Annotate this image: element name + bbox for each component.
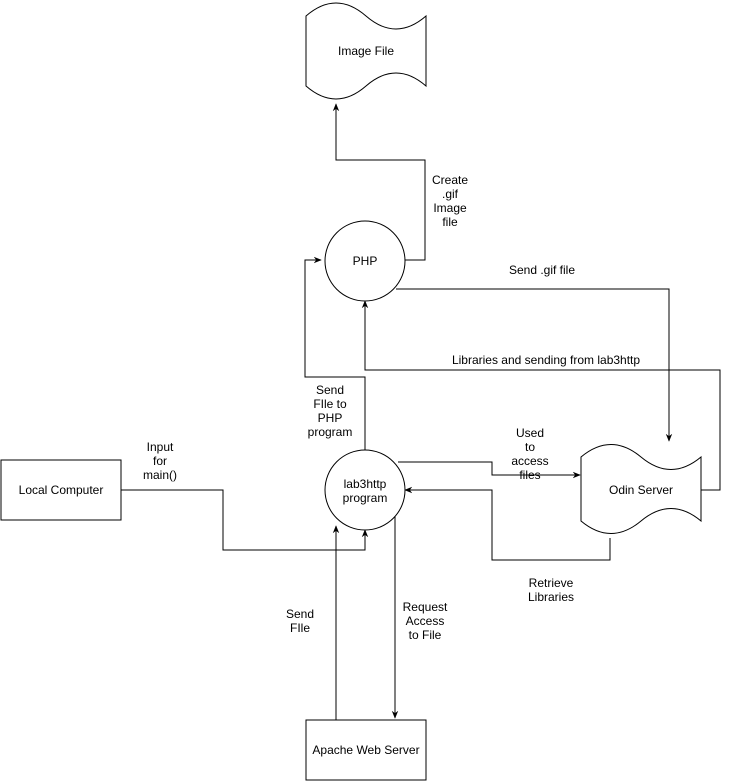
- edge-input-main: [121, 489, 369, 551]
- label-send-file-php-1: Send: [316, 383, 344, 397]
- label-used-access: Used to access files: [511, 426, 548, 482]
- label-input-main: Input for main(): [143, 440, 177, 482]
- label-send-file-php-4: program: [308, 425, 353, 439]
- node-lab3http-label-1: lab3http: [344, 477, 387, 491]
- label-retrieve-libraries-1: Retrieve: [529, 576, 574, 590]
- label-request-access-3: to File: [409, 628, 442, 642]
- node-odin-server-label: Odin Server: [609, 483, 673, 497]
- label-send-file-php: Send FIle to PHP program: [308, 383, 353, 439]
- label-used-access-1: Used: [516, 426, 544, 440]
- node-apache[interactable]: Apache Web Server: [305, 719, 427, 781]
- edge-create-gif: [332, 103, 426, 261]
- label-create-gif-2: .gif: [442, 187, 459, 201]
- label-libraries-sending: Libraries and sending from lab3http: [452, 353, 640, 367]
- node-php[interactable]: PHP: [324, 220, 406, 302]
- node-odin-server[interactable]: Odin Server: [580, 444, 702, 534]
- label-used-access-4: files: [519, 468, 540, 482]
- label-create-gif-1: Create: [432, 173, 468, 187]
- label-create-gif-3: Image: [433, 201, 467, 215]
- edge-libraries-sending: [361, 300, 721, 491]
- node-local-computer[interactable]: Local Computer: [0, 459, 122, 521]
- label-retrieve-libraries: Retrieve Libraries: [528, 576, 574, 604]
- label-request-access-2: Access: [406, 614, 445, 628]
- label-create-gif: Create .gif Image file: [432, 173, 468, 229]
- edge-send-file-php: [304, 256, 366, 452]
- label-input-main-2: for: [153, 454, 167, 468]
- label-send-file-2: FIle: [290, 621, 310, 635]
- node-lab3http[interactable]: lab3http program: [324, 449, 406, 531]
- edge-send-gif: [396, 288, 673, 442]
- label-send-gif: Send .gif file: [509, 263, 575, 277]
- label-request-access-1: Request: [403, 600, 448, 614]
- label-input-main-3: main(): [143, 468, 177, 482]
- label-request-access: Request Access to File: [403, 600, 448, 642]
- label-retrieve-libraries-2: Libraries: [528, 590, 574, 604]
- edge-retrieve-libraries: [404, 486, 611, 561]
- label-used-access-2: to: [525, 440, 535, 454]
- node-image-file[interactable]: Image File: [305, 2, 427, 100]
- node-image-file-label: Image File: [338, 44, 394, 58]
- label-send-file: Send FIle: [286, 607, 314, 635]
- node-local-computer-label: Local Computer: [19, 483, 104, 497]
- node-apache-label: Apache Web Server: [312, 743, 419, 757]
- edge-used-access: [398, 461, 581, 479]
- label-used-access-3: access: [511, 454, 548, 468]
- label-send-file-php-2: FIle to: [313, 397, 347, 411]
- label-input-main-1: Input: [147, 440, 174, 454]
- node-lab3http-label-2: program: [343, 491, 388, 505]
- node-php-label: PHP: [353, 254, 378, 268]
- label-create-gif-4: file: [442, 215, 458, 229]
- label-send-file-php-3: PHP: [318, 411, 343, 425]
- label-send-file-1: Send: [286, 607, 314, 621]
